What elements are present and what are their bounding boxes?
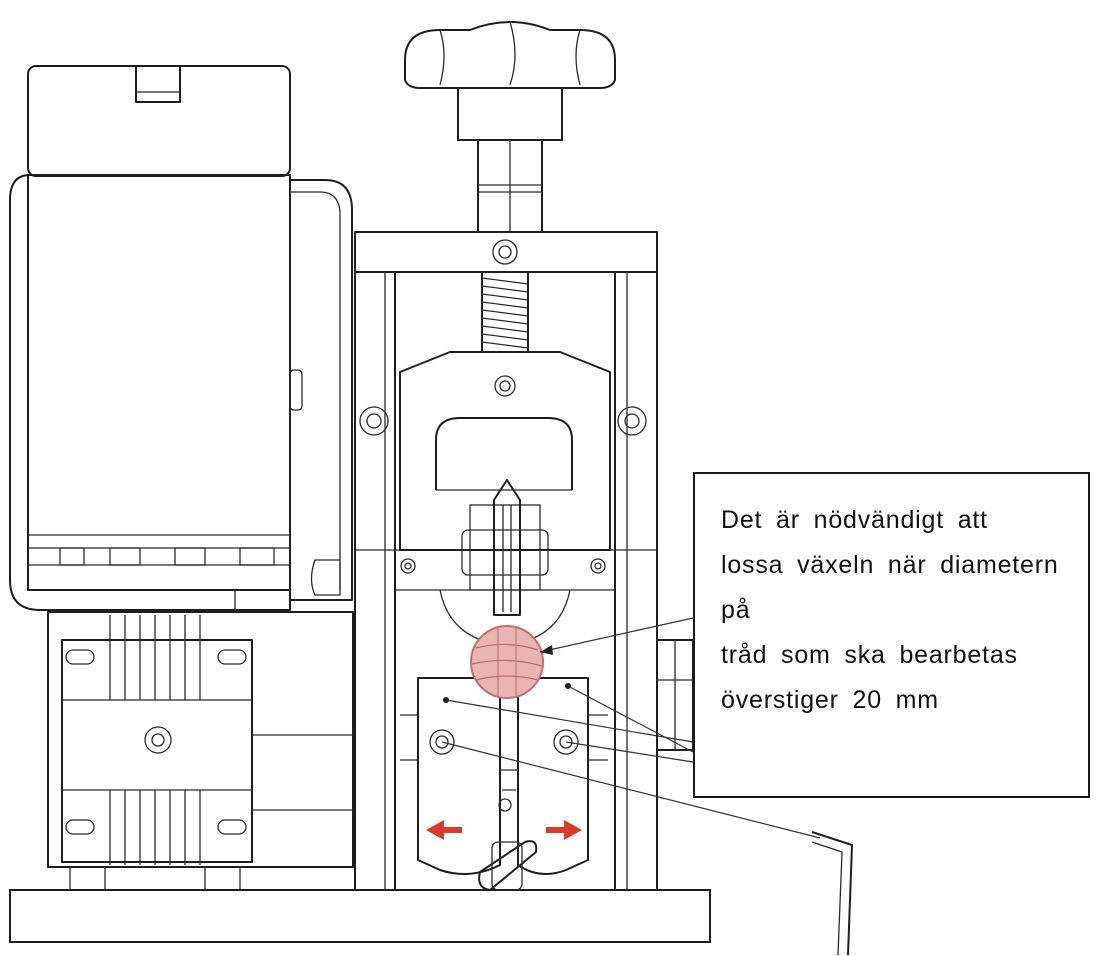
leader-lines bbox=[441, 617, 821, 839]
hex-key-icon bbox=[811, 831, 853, 956]
gearbox bbox=[47, 611, 354, 868]
wire-guides bbox=[400, 677, 608, 891]
note-line-5: överstiger 20 mm bbox=[721, 686, 939, 714]
blade-carriage bbox=[399, 351, 611, 646]
side-bracket bbox=[656, 639, 694, 751]
note-line-2: lossa växeln när diametern bbox=[721, 551, 1059, 579]
note-line-1: Det är nödvändigt att bbox=[721, 506, 988, 534]
callout-note: Det är nödvändigt att lossa växeln när d… bbox=[693, 472, 1090, 798]
main-frame bbox=[354, 231, 658, 891]
adjustment-knob bbox=[404, 21, 616, 353]
motor-housing bbox=[9, 65, 353, 612]
note-line-3: på bbox=[721, 596, 751, 624]
base-plate bbox=[9, 868, 711, 943]
wire-highlight bbox=[470, 625, 544, 699]
right-arrow-icon bbox=[546, 820, 582, 840]
left-arrow-icon bbox=[426, 820, 462, 840]
note-line-4: tråd som ska bearbetas bbox=[721, 641, 1018, 669]
